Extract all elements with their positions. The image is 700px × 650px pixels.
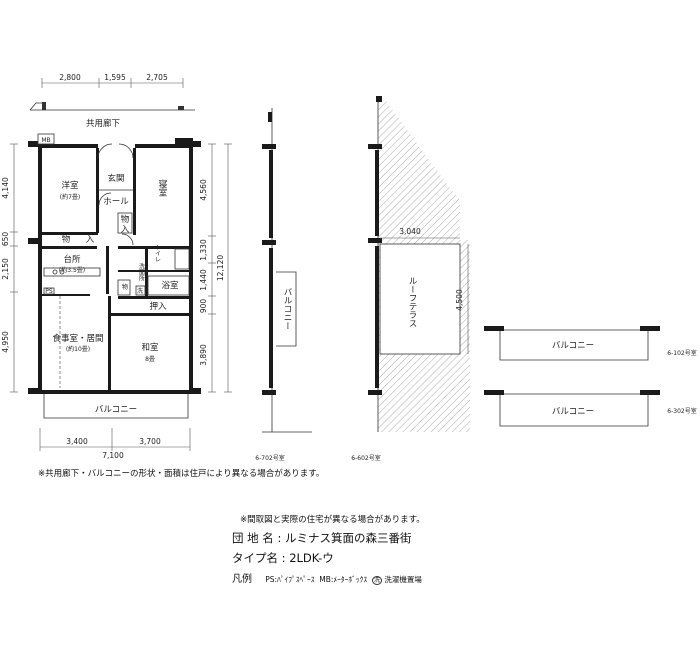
- label-storage-b1: 入: [121, 225, 130, 235]
- dim-total-height: 12,120: [216, 255, 225, 281]
- label-unit-602: 6-602号室: [351, 454, 380, 462]
- legend-wash: 洗濯機置場: [384, 575, 422, 584]
- label-hall: ホール: [103, 197, 129, 207]
- label-washroom: 洗面所: [138, 262, 145, 282]
- label-washitsu: 和室: [141, 342, 159, 353]
- dim-top-1: 2,800: [59, 73, 81, 82]
- mb-label: MB: [41, 137, 50, 144]
- dim-left-3: 2,150: [1, 258, 10, 280]
- main-balcony: バルコニー: [43, 394, 189, 419]
- label-bath: 浴室: [161, 280, 179, 291]
- label-kitchen: 台所: [63, 254, 81, 265]
- door-swings: [43, 143, 190, 388]
- left-dimensions: 4,140 650 2,150 4,950: [1, 143, 18, 393]
- legend-mb: MB:ﾒｰﾀｰﾎﾞｯｸｽ: [319, 575, 368, 584]
- legend-label: 凡例: [232, 574, 252, 585]
- label-western: 洋室: [61, 180, 79, 191]
- label-unit-702: 6-702号室: [255, 454, 284, 462]
- complex-name-label: 団 地 名: [232, 531, 274, 545]
- label-storage-a3: 物: [122, 283, 128, 291]
- label-genkan: 玄関: [107, 173, 124, 184]
- label-balcony-102: バルコニー: [552, 341, 594, 351]
- unit-602-section: ルーフテラス 3,040 4,500 6-602号室: [351, 96, 470, 462]
- common-corridor: 共用廊下: [29, 102, 195, 129]
- type-name-row: タイプ名 : 2LDK-ウ: [232, 550, 334, 566]
- complex-name-value: ルミナス箕面の森三番街: [285, 531, 412, 545]
- room-labels: 洋室 (約7畳) 玄関 ホール 物 入 寝室 物 入 台所 (約3.5畳) トイ…: [45, 173, 179, 363]
- label-kitchen-size: (約3.5畳): [59, 266, 85, 274]
- label-unit-302: 6-302号室: [667, 407, 696, 415]
- legend-wash-mark: 洗: [371, 576, 382, 585]
- dim-right-1: 4,560: [199, 179, 208, 201]
- label-balcony-vertical: バルコニー: [282, 288, 292, 331]
- label-toilet: トイレ: [154, 244, 161, 262]
- colon: :: [281, 551, 286, 565]
- label-western-size: (約7畳): [60, 193, 81, 201]
- dim-top-2: 1,595: [104, 73, 126, 82]
- label-washitsu-size: 8畳: [145, 356, 155, 363]
- unit-702-section: バルコニー 6-702号室: [255, 108, 312, 462]
- dim-bottom-total: 7,100: [102, 451, 124, 460]
- label-dining-size: (約10畳): [66, 345, 90, 353]
- legend-ps: PS:ﾊﾟｲﾌﾟｽﾍﾟｰｽ: [265, 575, 315, 584]
- dim-terrace-width: 3,040: [399, 227, 421, 236]
- type-name-value: 2LDK-ウ: [289, 551, 334, 565]
- unit-102-balcony: バルコニー 6-102号室: [484, 326, 697, 361]
- mb-box: [37, 133, 55, 145]
- bottom-dimensions: 3,400 3,700 7,100: [39, 428, 191, 460]
- complex-name-row: 団 地 名 : ルミナス箕面の森三番街: [232, 530, 412, 546]
- legend-row: 凡例 PS:ﾊﾟｲﾌﾟｽﾍﾟｰｽ MB:ﾒｰﾀｰﾎﾞｯｸｽ 洗 洗濯機置場: [232, 570, 422, 585]
- dim-top-3: 2,705: [146, 73, 168, 82]
- dim-right-4: 900: [199, 299, 208, 314]
- type-name-label: タイプ名: [232, 551, 278, 565]
- dim-right-5: 3,890: [199, 344, 208, 366]
- unit-walls: [28, 138, 201, 394]
- dim-right-2: 1,330: [199, 239, 208, 261]
- shape-note: ※共用廊下・バルコニーの形状・面積は住戸により異なる場合があります。: [38, 469, 325, 479]
- dim-bottom-2: 3,700: [139, 437, 161, 446]
- dim-right-3: 1,440: [199, 269, 208, 291]
- interior-walls: [42, 148, 193, 390]
- unit-302-balcony: バルコニー 6-302号室: [484, 390, 697, 427]
- label-storage-a2: 物: [62, 234, 71, 245]
- label-ps: PS: [45, 288, 53, 295]
- right-dimensions: 4,560 1,330 1,440 900 3,890 12,120: [199, 143, 232, 393]
- dim-left-1: 4,140: [1, 177, 10, 199]
- dim-left-4: 4,950: [1, 331, 10, 353]
- colon: :: [277, 531, 282, 545]
- label-roof-terrace: ルーフテラス: [407, 277, 417, 328]
- label-wash-mark: 洗: [137, 287, 143, 295]
- corridor-label: 共用廊下: [86, 118, 121, 129]
- label-bedroom: 寝室: [157, 179, 167, 197]
- top-dimensions: 2,800 1,595 2,705: [41, 73, 184, 88]
- dim-terrace-depth: 4,500: [455, 289, 464, 311]
- label-storage-a1: 物: [121, 214, 130, 225]
- label-storage-b2: 入: [86, 235, 95, 245]
- label-balcony-302: バルコニー: [552, 407, 594, 417]
- label-dining: 食事室・居間: [52, 333, 103, 344]
- plan-note: ※間取図と実際の住宅が異なる場合があります。: [240, 515, 425, 525]
- label-oshiire: 押入: [149, 301, 167, 312]
- dim-bottom-1: 3,400: [66, 437, 88, 446]
- label-unit-102: 6-102号室: [667, 349, 696, 357]
- dim-left-2: 650: [1, 232, 10, 247]
- label-balcony: バルコニー: [95, 405, 137, 415]
